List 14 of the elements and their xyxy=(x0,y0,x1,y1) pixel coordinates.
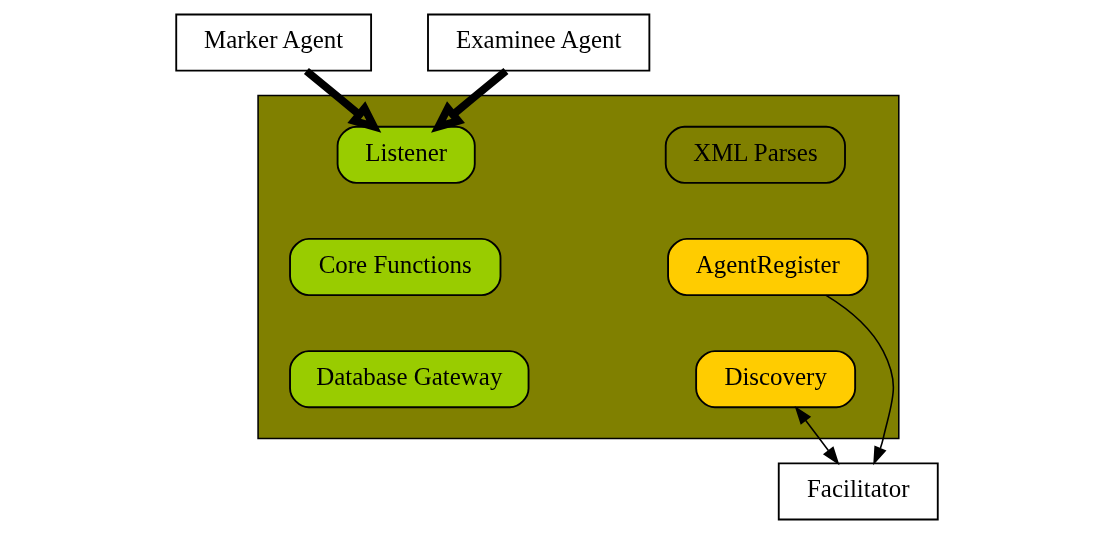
node-box: Listener xyxy=(336,125,476,184)
node-box: Marker Agent xyxy=(174,13,372,72)
arrow xyxy=(303,68,381,133)
arrow xyxy=(430,68,508,133)
node-box: XML Parses xyxy=(664,125,846,184)
node-box: Core Functions xyxy=(288,238,501,296)
arrow xyxy=(794,405,839,466)
cluster xyxy=(256,94,900,440)
node-box: AgentRegister xyxy=(666,238,869,296)
node-box: Database Gateway xyxy=(288,350,529,409)
node-box: Examinee Agent xyxy=(426,13,650,72)
arrow xyxy=(824,294,894,466)
node-box: Discovery xyxy=(694,350,856,409)
node-box: Facilitator xyxy=(777,462,939,521)
